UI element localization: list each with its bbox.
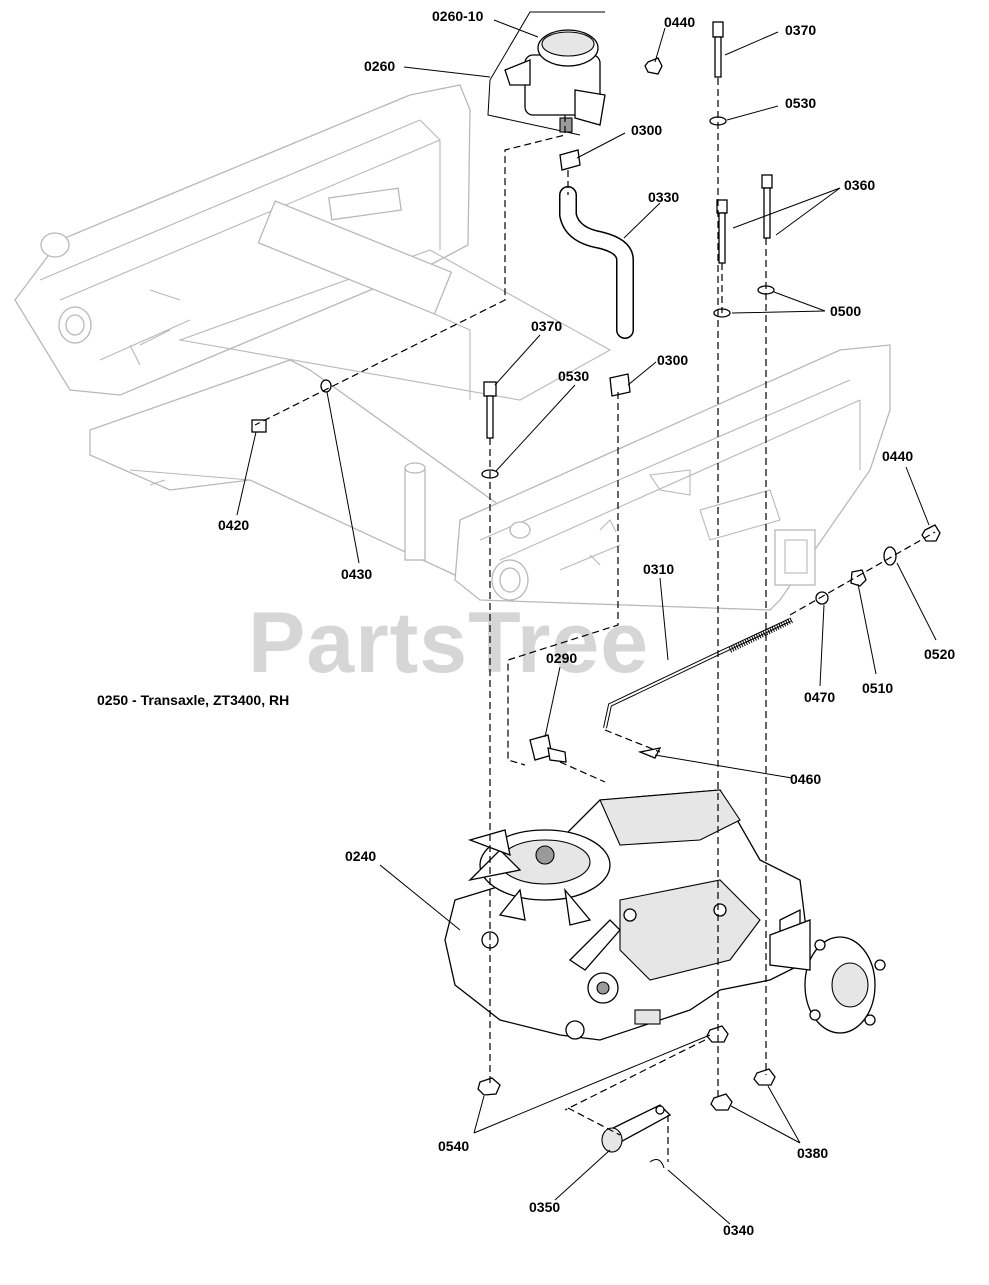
- callout-0420: 0420: [218, 517, 249, 533]
- reservoir-bracket-line: [489, 11, 605, 81]
- callout-0380: 0380: [797, 1145, 828, 1161]
- callout-0520: 0520: [924, 646, 955, 662]
- watermark: PartsTree TM: [248, 595, 735, 691]
- assembly-title: 0250 - Transaxle, ZT3400, RH: [97, 692, 289, 708]
- assembly-lines: [254, 78, 936, 1162]
- callout-0530-top: 0530: [785, 95, 816, 111]
- mower-frame: [14, 84, 891, 611]
- hose-assembly: [559, 149, 634, 397]
- callout-0300-mid: 0300: [657, 352, 688, 368]
- callout-0500: 0500: [830, 303, 861, 319]
- callout-0240: 0240: [345, 848, 376, 864]
- watermark-text: PartsTree: [248, 595, 649, 691]
- callout-0470: 0470: [804, 689, 835, 705]
- callout-0310: 0310: [643, 561, 674, 577]
- callout-0330: 0330: [648, 189, 679, 205]
- clamp-bottom: [609, 373, 631, 397]
- callout-0360: 0360: [844, 177, 875, 193]
- leader-lines: [236, 19, 937, 1225]
- callout-0260-10: 0260-10: [432, 8, 484, 24]
- callout-0440-right: 0440: [882, 448, 913, 464]
- callout-0350: 0350: [529, 1199, 560, 1215]
- oil-reservoir: [487, 11, 606, 136]
- callout-0460: 0460: [790, 771, 821, 787]
- elbow-fitting: [529, 734, 567, 763]
- callout-labels: 0260-10 0440 0370 0260 0530 0300 0330 03…: [218, 8, 955, 1238]
- callout-0510: 0510: [862, 680, 893, 696]
- callout-0370-mid: 0370: [531, 318, 562, 334]
- callout-0440-top: 0440: [664, 14, 695, 30]
- callout-0290: 0290: [546, 650, 577, 666]
- callout-0540: 0540: [438, 1138, 469, 1154]
- callout-0530-mid: 0530: [558, 368, 589, 384]
- clamp-top: [559, 149, 581, 171]
- fasteners: [251, 21, 941, 1169]
- callout-0370-top: 0370: [785, 22, 816, 38]
- transaxle: [444, 789, 886, 1041]
- callout-0300-top: 0300: [631, 122, 662, 138]
- callout-0340: 0340: [723, 1222, 754, 1238]
- callout-0260: 0260: [364, 58, 395, 74]
- callout-0430: 0430: [341, 566, 372, 582]
